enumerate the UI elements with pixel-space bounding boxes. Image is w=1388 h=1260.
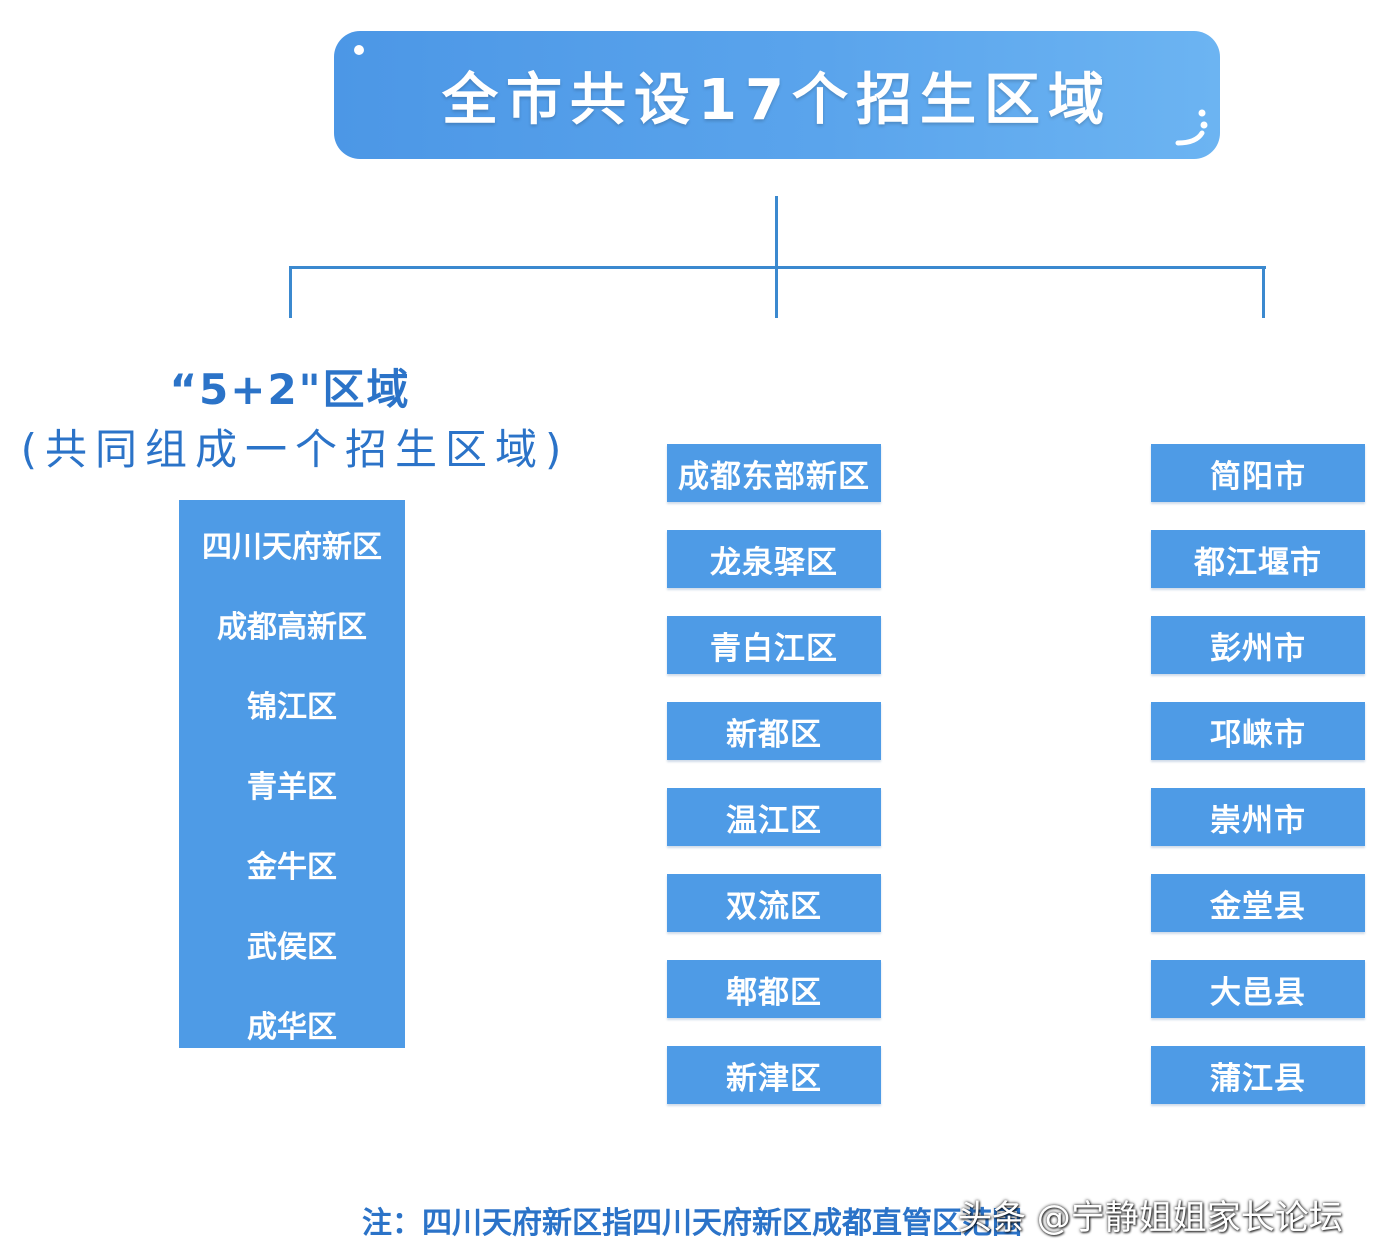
district-item: 武侯区	[247, 930, 337, 965]
connector-trunk	[775, 196, 778, 318]
district-item: 金牛区	[247, 850, 337, 885]
district-box: 温江区	[667, 788, 881, 846]
district-box: 金堂县	[1151, 874, 1365, 932]
footnote: 注：四川天府新区指四川天府新区成都直管区范围	[362, 1206, 1022, 1241]
district-box: 彭州市	[1151, 616, 1365, 674]
district-box: 新津区	[667, 1046, 881, 1104]
watermark: 头条 @宁静姐姐家长论坛	[958, 1198, 1343, 1238]
district-item: 成都高新区	[217, 610, 367, 645]
connector-bar	[289, 266, 1266, 269]
district-item: 青羊区	[247, 770, 337, 805]
district-box: 崇州市	[1151, 788, 1365, 846]
district-box: 简阳市	[1151, 444, 1365, 502]
district-item: 锦江区	[247, 690, 337, 725]
district-box: 龙泉驿区	[667, 530, 881, 588]
connector-left	[289, 266, 292, 318]
district-box: 邛崃市	[1151, 702, 1365, 760]
district-box: 新都区	[667, 702, 881, 760]
left-group-title: “5+2"区域	[169, 365, 411, 414]
district-box: 青白江区	[667, 616, 881, 674]
title-banner: 全市共设17个招生区域	[334, 31, 1220, 159]
district-box: 郫都区	[667, 960, 881, 1018]
connector-right	[1262, 266, 1265, 318]
district-box: 双流区	[667, 874, 881, 932]
left-group-box: 四川天府新区 成都高新区 锦江区 青羊区 金牛区 武侯区 成华区	[179, 500, 405, 1048]
district-box: 成都东部新区	[667, 444, 881, 502]
district-box: 大邑县	[1151, 960, 1365, 1018]
decorative-dot	[354, 45, 364, 55]
district-item: 成华区	[247, 1010, 337, 1045]
left-group-subtitle: (共同组成一个招生区域)	[20, 425, 570, 474]
decorative-curl-icon	[1175, 109, 1208, 146]
middle-group-list: 成都东部新区 龙泉驿区 青白江区 新都区 温江区 双流区 郫都区 新津区	[667, 444, 881, 1132]
district-box: 蒲江县	[1151, 1046, 1365, 1104]
district-box: 都江堰市	[1151, 530, 1365, 588]
page-title: 全市共设17个招生区域	[442, 67, 1112, 133]
district-item: 四川天府新区	[202, 530, 382, 565]
right-group-list: 简阳市 都江堰市 彭州市 邛崃市 崇州市 金堂县 大邑县 蒲江县	[1151, 444, 1365, 1132]
